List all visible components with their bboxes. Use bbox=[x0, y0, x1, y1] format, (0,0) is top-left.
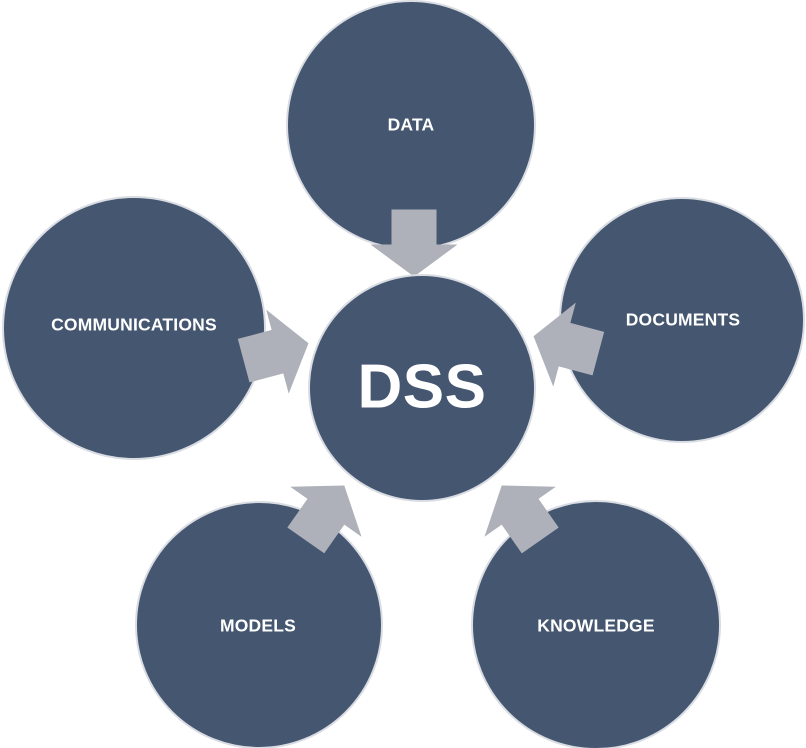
satellite-node-knowledge[interactable]: KNOWLEDGE bbox=[471, 500, 721, 748]
label-communications: COMMUNICATIONS bbox=[51, 315, 217, 335]
circle-dss[interactable] bbox=[308, 274, 536, 502]
label-knowledge: KNOWLEDGE bbox=[537, 616, 655, 636]
circle-communications[interactable] bbox=[2, 196, 266, 460]
label-documents: DOCUMENTS bbox=[626, 310, 741, 330]
satellite-node-data[interactable]: DATA bbox=[286, 0, 536, 250]
circle-models[interactable] bbox=[135, 501, 383, 748]
center-node-dss[interactable]: DSS bbox=[308, 274, 536, 502]
circle-knowledge[interactable] bbox=[471, 500, 721, 748]
satellite-node-models[interactable]: MODELS bbox=[135, 501, 383, 748]
label-models: MODELS bbox=[220, 616, 296, 636]
satellite-node-documents[interactable]: DOCUMENTS bbox=[559, 197, 805, 443]
label-dss: DSS bbox=[358, 352, 487, 421]
satellite-node-communications[interactable]: COMMUNICATIONS bbox=[2, 196, 266, 460]
label-data: DATA bbox=[388, 115, 435, 135]
